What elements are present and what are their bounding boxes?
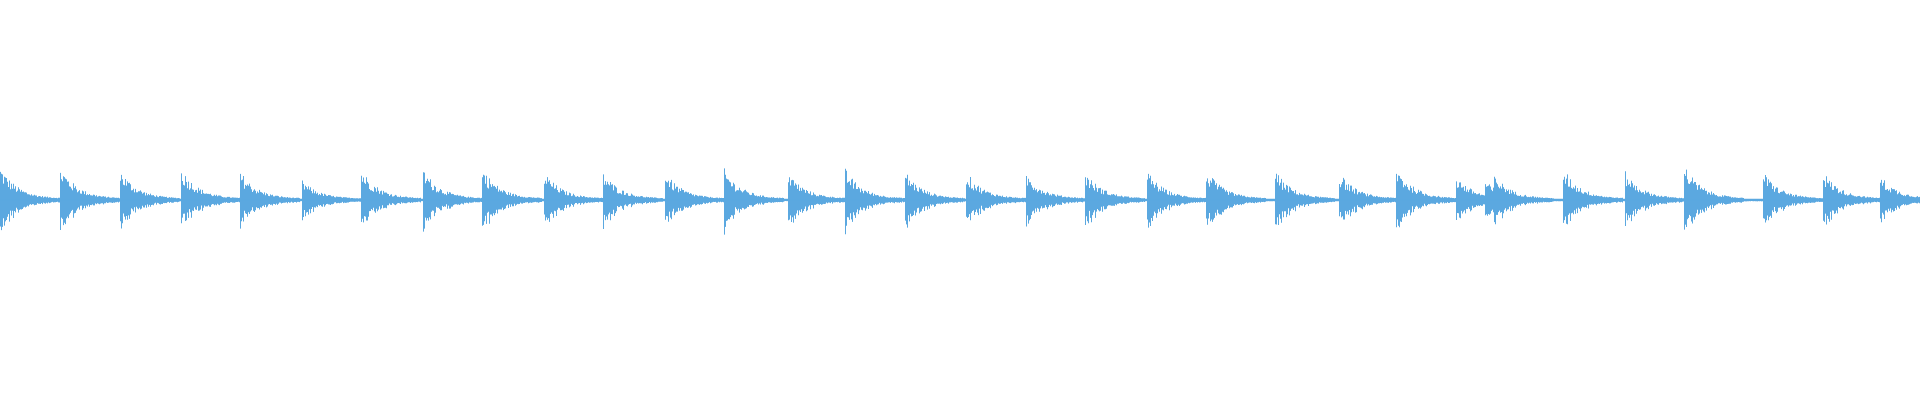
- waveform-trace: [0, 168, 1920, 235]
- waveform-bars: [0, 168, 1920, 235]
